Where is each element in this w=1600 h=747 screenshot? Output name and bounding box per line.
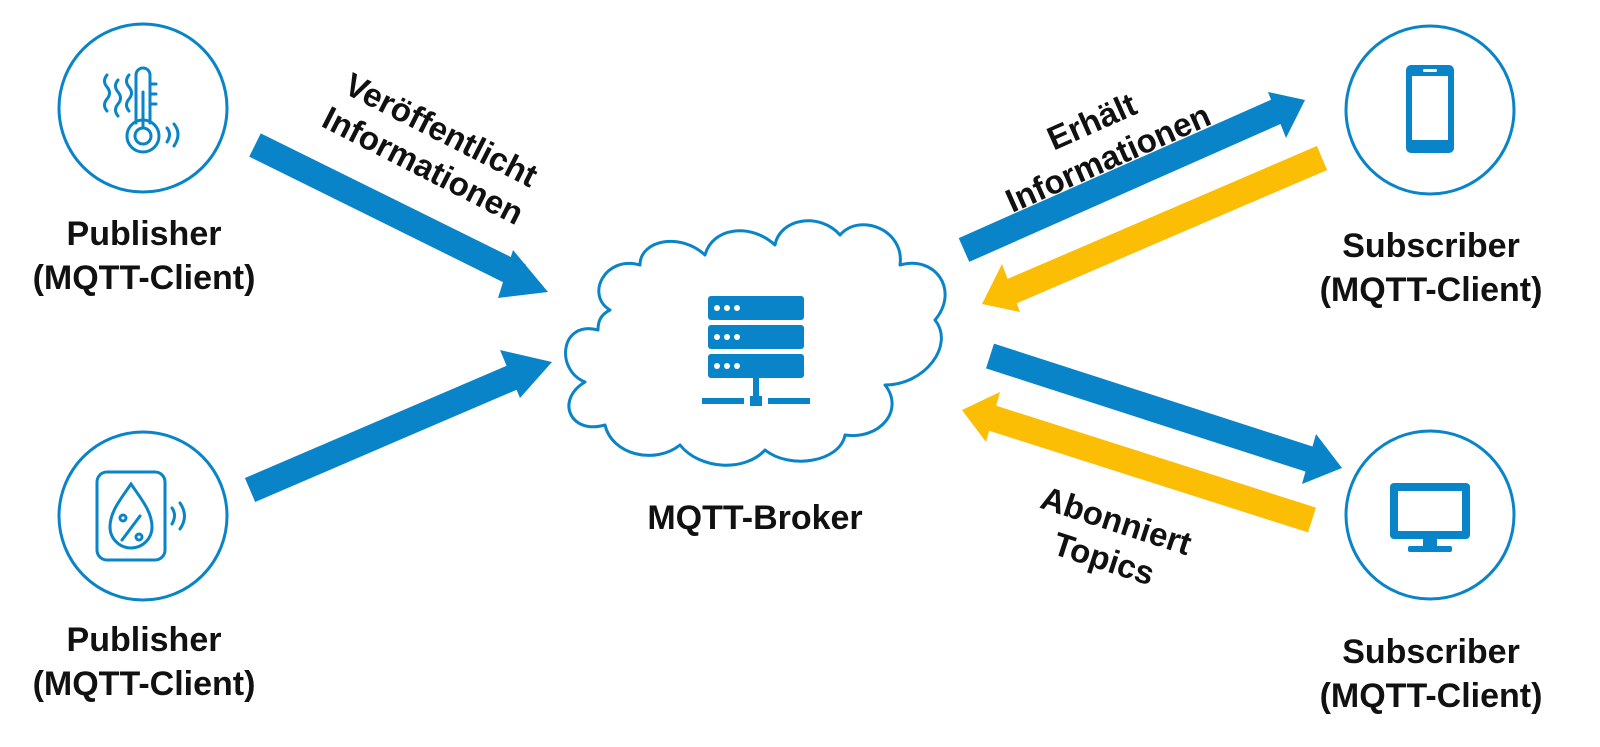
arrow-publisher-top-to-broker <box>249 133 548 298</box>
broker-node <box>564 219 947 467</box>
subscriber-bottom-label-line2: (MQTT-Client) <box>1319 677 1543 715</box>
subscriber-top-label-line1: Subscriber <box>1342 227 1520 265</box>
arrow-publisher-bottom-to-broker <box>244 350 552 502</box>
subscriber-bottom-label: Subscriber (MQTT-Client) <box>1300 630 1562 718</box>
monitor-icon <box>1390 483 1470 552</box>
publisher-top-label: Publisher (MQTT-Client) <box>18 212 270 300</box>
smartphone-icon <box>1406 65 1454 153</box>
subscriber-top-node <box>1344 24 1516 196</box>
broker-label: MQTT-Broker <box>610 496 900 540</box>
publisher-top-label-line1: Publisher <box>66 215 222 253</box>
arrow-subscriber-bottom-to-broker <box>962 392 1316 533</box>
arrow-broker-to-subscriber-bottom <box>986 343 1342 484</box>
publisher-top-node <box>57 22 229 194</box>
subscriber-top-label-line2: (MQTT-Client) <box>1319 271 1543 309</box>
subscriber-bottom-label-line1: Subscriber <box>1342 633 1520 671</box>
publisher-bottom-label-line1: Publisher <box>66 621 222 659</box>
subscriber-top-label: Subscriber (MQTT-Client) <box>1300 224 1562 312</box>
publisher-bottom-label-line2: (MQTT-Client) <box>32 665 256 703</box>
publisher-bottom-label: Publisher (MQTT-Client) <box>18 618 270 706</box>
publisher-bottom-node <box>57 430 229 602</box>
arrow-subscriber-top-to-broker <box>982 146 1328 312</box>
subscriber-bottom-node <box>1344 429 1516 601</box>
arrow-broker-to-subscriber-top <box>958 92 1305 262</box>
publisher-top-label-line2: (MQTT-Client) <box>32 259 256 297</box>
thermometer-icon <box>103 66 180 154</box>
server-icon <box>702 296 810 406</box>
broker-label-text: MQTT-Broker <box>647 499 863 537</box>
humidity-sensor-icon <box>95 470 186 562</box>
cloud-outline <box>564 219 947 467</box>
